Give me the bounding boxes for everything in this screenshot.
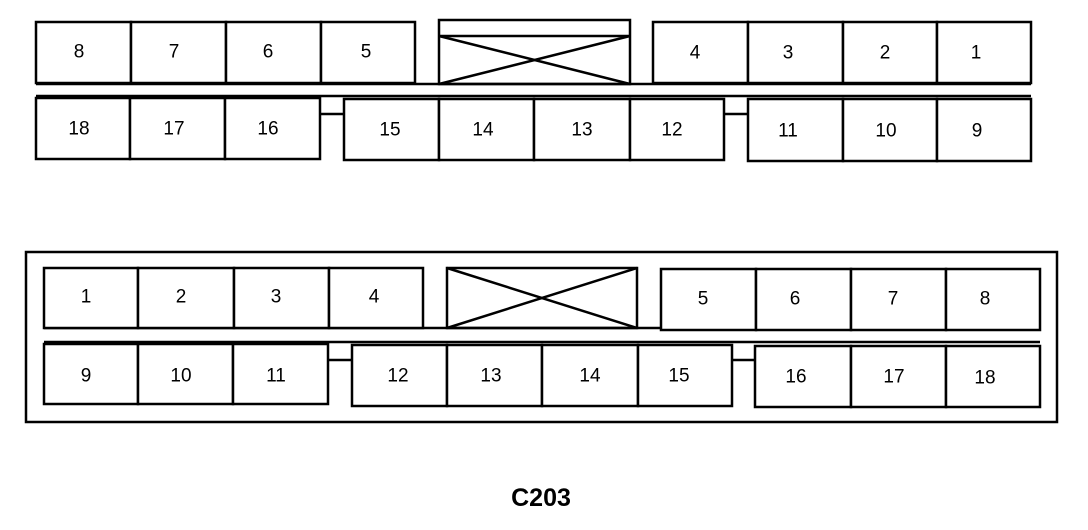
cavity: 10: [841, 97, 939, 163]
cavity-label: 8: [74, 42, 85, 63]
cavity: 16: [223, 96, 322, 161]
cavity: 4: [327, 266, 425, 330]
cavity: 17: [128, 96, 227, 161]
cavity: 13: [445, 343, 544, 408]
cavity-label: 6: [790, 289, 801, 310]
cavity-label: 10: [875, 121, 896, 142]
cavity-label: 6: [263, 42, 274, 63]
cavity-label: 12: [387, 366, 408, 387]
cavity-label: 7: [888, 289, 899, 310]
cavity: 12: [350, 343, 449, 408]
cavity: 12: [628, 97, 726, 162]
cavity-label: 13: [571, 120, 592, 141]
key-blocked-position: [437, 18, 632, 86]
housing-frame: [24, 250, 1059, 424]
cavity-label: 15: [379, 120, 400, 141]
cavity: 5: [659, 267, 758, 332]
cavity: 15: [636, 343, 734, 408]
cavity-label: 14: [472, 120, 494, 141]
cavity-label: 4: [369, 287, 380, 308]
cavity-label: 8: [980, 289, 991, 310]
cavity: 16: [753, 344, 853, 409]
cavity: 11: [231, 342, 330, 406]
cavity: 4: [651, 20, 750, 85]
connector-view-top: 8 7 6 5 4 3 2 1 18 17 16 15 14 13 12 11 …: [34, 18, 1033, 163]
cavity-label: 9: [81, 366, 92, 387]
cavity-label: 7: [169, 42, 180, 63]
cavity-label: 16: [257, 119, 278, 140]
key-blocked-position: [445, 266, 639, 330]
cavity-label: 10: [170, 366, 191, 387]
cavity-label: 2: [176, 287, 187, 308]
cavity-label: 5: [698, 289, 709, 310]
cavity-label: 5: [361, 42, 372, 63]
cavity-label: 9: [972, 121, 983, 142]
cavity: 14: [540, 343, 640, 408]
cavity-label: 3: [783, 43, 794, 64]
cavity-label: 2: [880, 43, 891, 64]
cavity-label: 18: [68, 119, 89, 140]
cavity: 18: [34, 96, 132, 161]
cavity-label: 1: [81, 287, 92, 308]
connector-id-label: C203: [511, 484, 571, 512]
cavity: 2: [841, 20, 939, 85]
cavity-label: 3: [271, 287, 282, 308]
cavity: 1: [42, 266, 140, 330]
cavity-label: 1: [971, 43, 982, 64]
cavity-label: 11: [266, 366, 286, 387]
cavity-label: 16: [785, 367, 806, 388]
cavity-label: 14: [579, 366, 601, 387]
cavity: 8: [944, 267, 1042, 332]
cavity: 8: [34, 20, 133, 85]
cavity: 7: [849, 267, 948, 332]
cavity-label: 18: [974, 368, 995, 389]
cavity: 13: [532, 97, 632, 162]
cavity: 15: [342, 97, 441, 162]
cavity-label: 4: [690, 43, 701, 64]
cavity-label: 12: [661, 120, 682, 141]
connector-view-bottom: 1 2 3 4 5 6 7 8 9 10 11 12 13 14 15 16 1…: [24, 250, 1059, 424]
cavity-label: 17: [883, 367, 904, 388]
cavity-label: 15: [668, 366, 689, 387]
cavity: 18: [944, 344, 1042, 409]
cavity: 6: [754, 267, 853, 332]
cavity: 1: [935, 20, 1033, 85]
cavity: 5: [319, 20, 417, 85]
cavity: 14: [437, 97, 536, 162]
cavity: 9: [42, 342, 140, 406]
cavity: 3: [746, 20, 845, 85]
cavity: 17: [849, 344, 948, 409]
cavity-label: 17: [163, 119, 184, 140]
cavity: 3: [232, 266, 331, 330]
cavity: 11: [746, 97, 845, 163]
cavity: 7: [129, 20, 228, 85]
cavity: 10: [136, 342, 235, 406]
cavity: 2: [136, 266, 236, 330]
cavity: 6: [224, 20, 323, 85]
cavity-label: 13: [480, 366, 501, 387]
cavity-label: 11: [778, 121, 798, 142]
cavity: 9: [935, 97, 1033, 163]
